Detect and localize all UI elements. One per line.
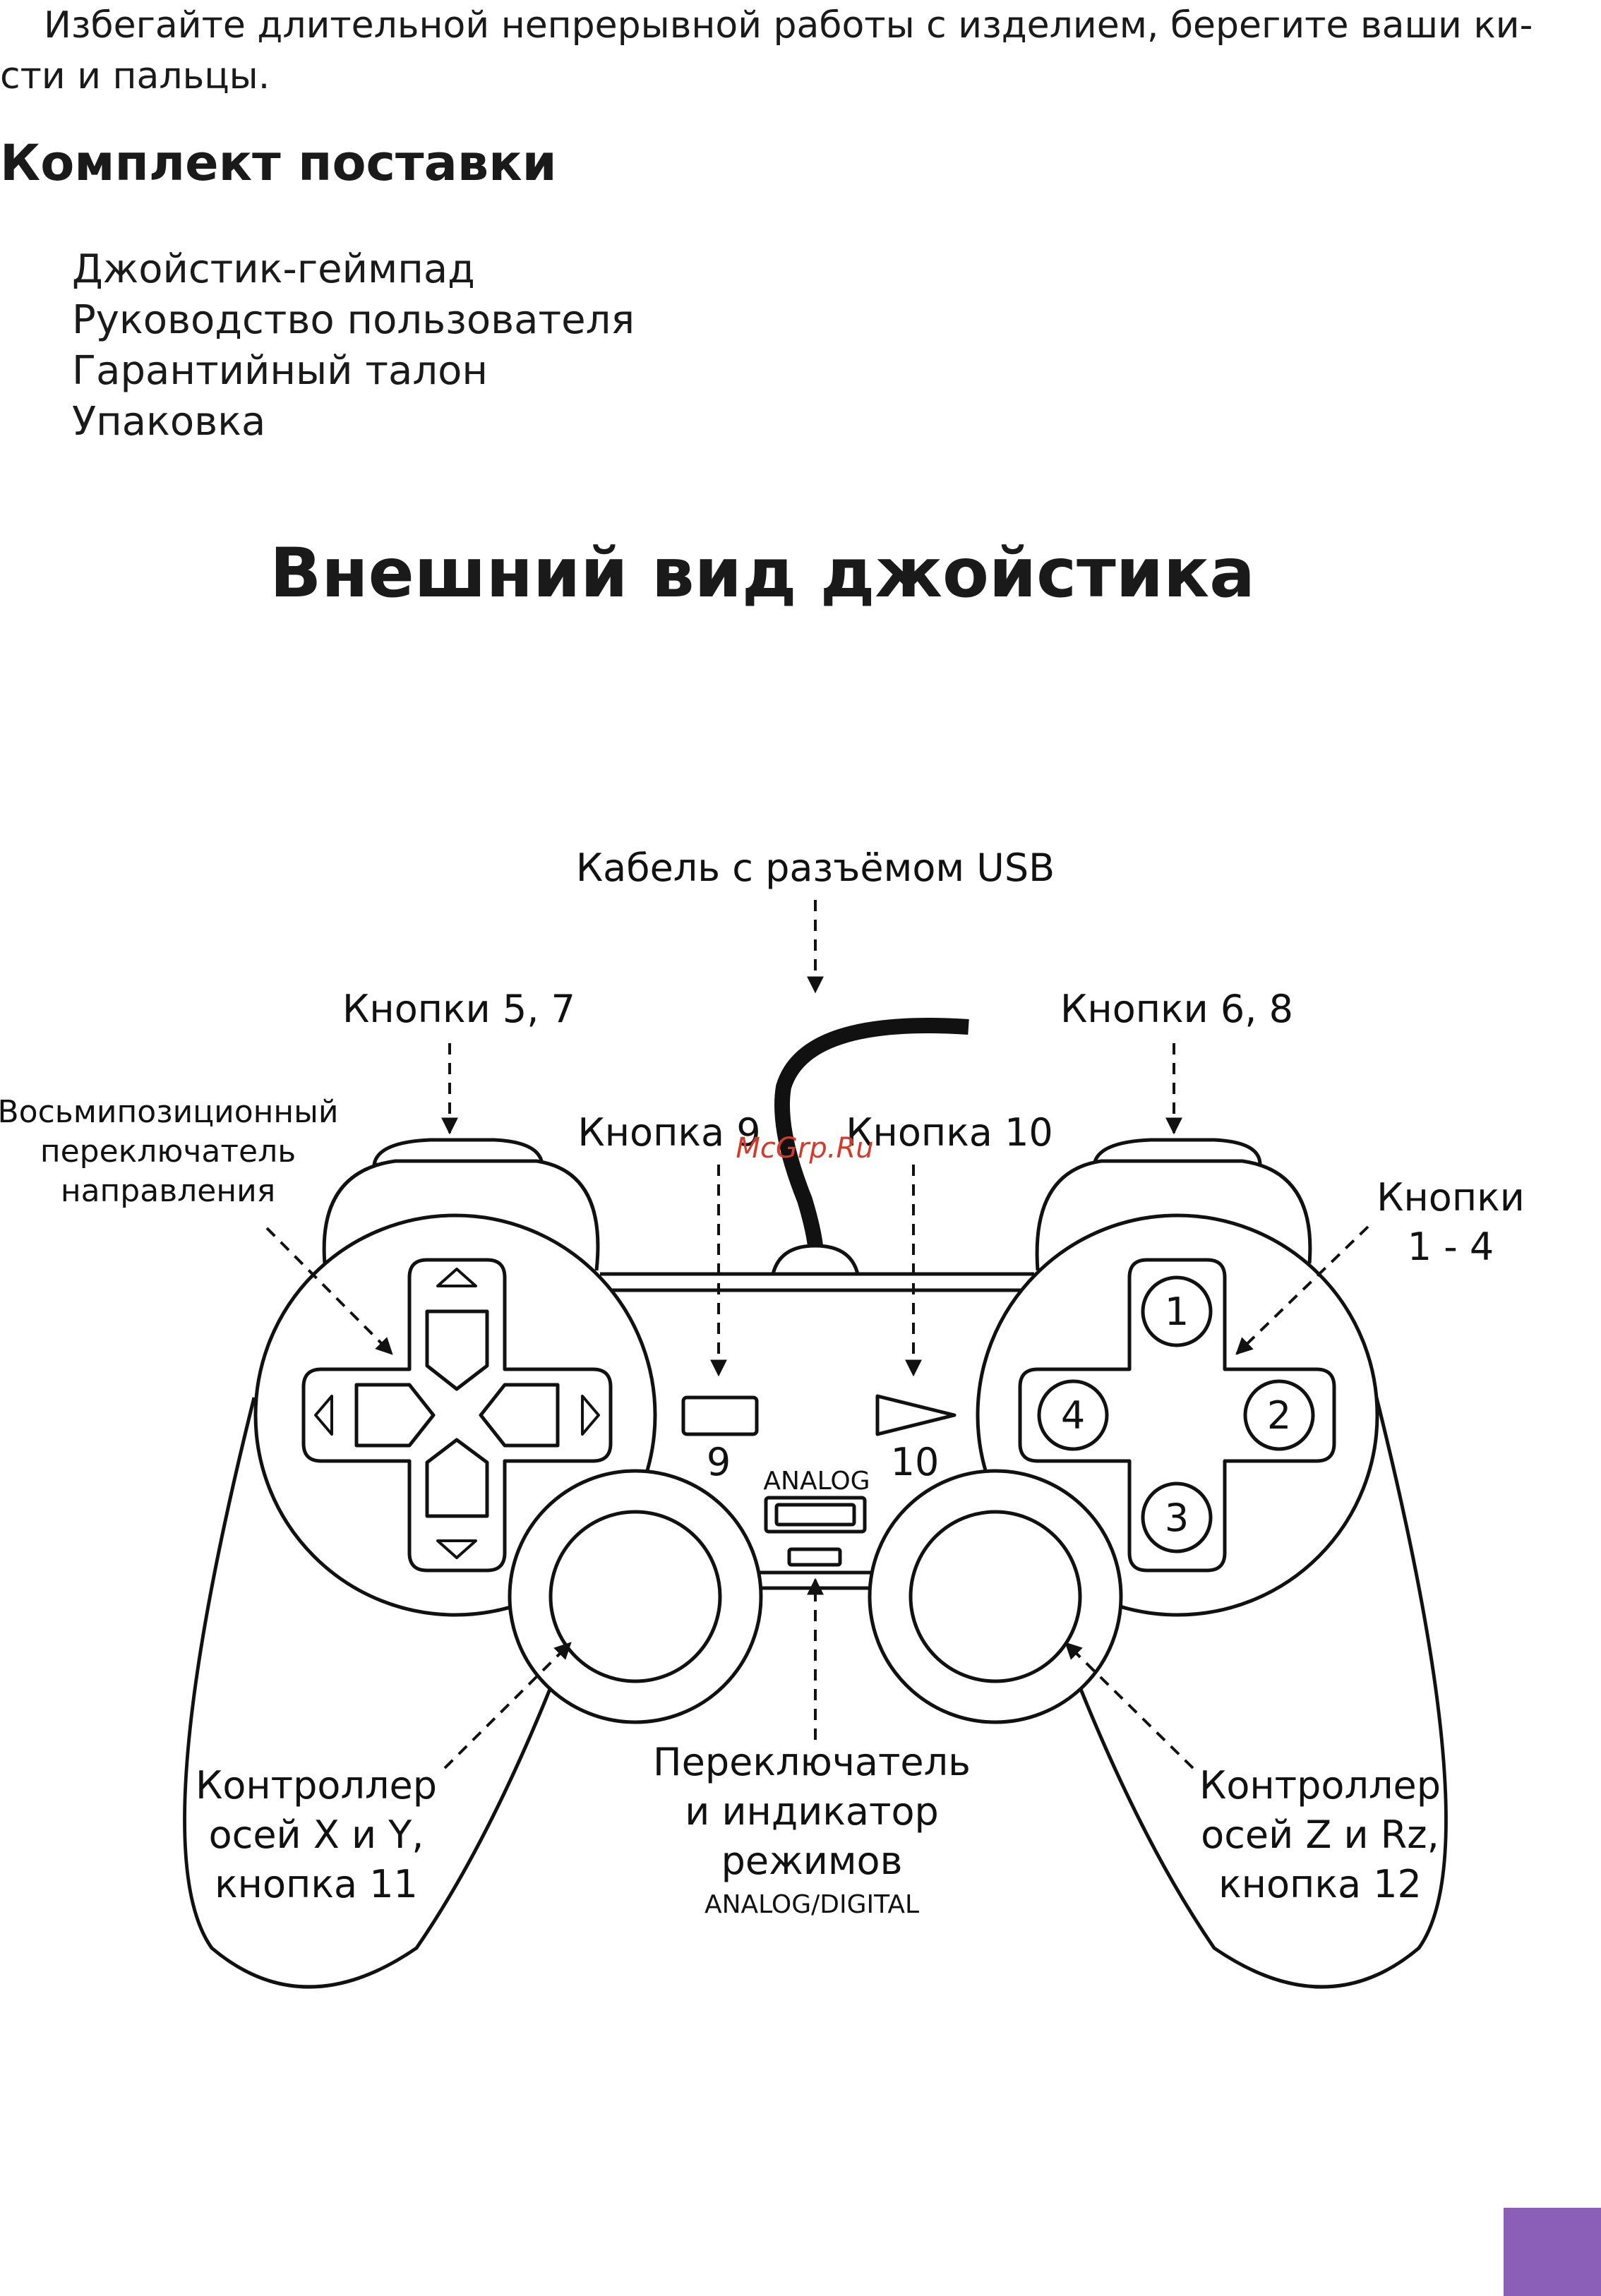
button-10 <box>875 1394 957 1436</box>
arrow-right-icon <box>581 1395 600 1436</box>
handle-right <box>1064 1397 1448 1989</box>
num-9: 9 <box>707 1440 731 1484</box>
analog-led <box>787 1547 842 1567</box>
kit-item: Руководство пользователя <box>72 297 635 343</box>
mode-label-1: Переключатель <box>653 1740 971 1784</box>
usb-cable <box>774 1018 969 1247</box>
face-button-2 <box>1243 1379 1315 1451</box>
dpad-label-2: переключатель <box>40 1134 296 1170</box>
kit-item: Гарантийный талон <box>72 348 488 394</box>
dpad-up <box>425 1309 489 1391</box>
left-stick-label-3: кнопка 11 <box>215 1862 418 1906</box>
intro-line-1: Избегайте длительной непрерывной работы … <box>44 4 1533 47</box>
right-stick-label-1: Контроллер <box>1199 1763 1441 1808</box>
mode-label-3: режимов <box>721 1839 903 1883</box>
dpad-arrow <box>265 1227 393 1355</box>
right-stick-label-3: кнопка 12 <box>1218 1862 1422 1906</box>
dpad-right <box>479 1383 560 1448</box>
intro-line-2: сти и пальцы. <box>0 55 270 97</box>
kit-item: Джойстик-геймпад <box>72 246 475 292</box>
left-stick-label-1: Контроллер <box>196 1763 437 1808</box>
arrow-down-icon <box>436 1539 477 1559</box>
arrow-left-icon <box>314 1395 333 1436</box>
kit-list: Джойстик-геймпад Руководство пользовател… <box>72 244 635 447</box>
button9-label: Кнопка 9 <box>577 1110 760 1155</box>
mode-label-2: и индикатор <box>685 1789 939 1834</box>
handle-left <box>183 1397 567 1989</box>
intro-text: Избегайте длительной непрерывной работы … <box>0 0 1553 102</box>
face-num-4: 4 <box>1061 1393 1085 1438</box>
button10-label: Кнопка 10 <box>846 1110 1053 1155</box>
left-stick <box>548 1510 722 1683</box>
cable-base <box>771 1244 860 1276</box>
analog-label: ANALOG <box>763 1467 870 1496</box>
dpad-down <box>425 1438 489 1518</box>
face-button-1 <box>1141 1275 1213 1347</box>
buttons14-label-2: 1 - 4 <box>1408 1225 1494 1269</box>
face-num-3: 3 <box>1165 1496 1189 1540</box>
dpad-left <box>354 1383 436 1448</box>
face-button-3 <box>1141 1481 1213 1553</box>
left-stick-label-2: осей X и Y, <box>209 1813 424 1857</box>
appearance-title: Внешний вид джойстика <box>270 534 1255 613</box>
dpad-outline <box>301 1258 613 1573</box>
page-corner-tab <box>1504 2208 1601 2296</box>
num-10: 10 <box>891 1440 940 1484</box>
face-button-4 <box>1037 1379 1109 1451</box>
right-stick-label-2: осей Z и Rz, <box>1201 1813 1439 1857</box>
dpad-label-1: Восьмипозиционный <box>0 1094 339 1130</box>
left-stick-arrow <box>443 1642 572 1769</box>
kit-item: Упаковка <box>72 399 266 445</box>
buttons57-label: Кнопки 5, 7 <box>342 987 575 1031</box>
right-stick <box>909 1510 1082 1683</box>
usb-label: Кабель с разъёмом USB <box>576 846 1055 890</box>
buttons68-label: Кнопки 6, 8 <box>1060 987 1293 1031</box>
buttons14-arrow <box>1235 1225 1369 1355</box>
arrow-up-icon <box>436 1268 477 1287</box>
face-num-2: 2 <box>1267 1393 1291 1438</box>
dpad-label-3: направления <box>61 1173 275 1209</box>
buttons14-label-1: Кнопки <box>1377 1175 1525 1220</box>
face-cross-outline <box>1018 1258 1336 1573</box>
button-9 <box>681 1395 759 1436</box>
shoulder-left <box>372 1138 544 1167</box>
mode-sub-label: ANALOG/DIGITAL <box>704 1890 919 1919</box>
right-stick-arrow <box>1065 1642 1194 1769</box>
watermark: McGrp.Ru <box>736 1132 873 1165</box>
kit-title: Комплект поставки <box>0 134 557 192</box>
shoulder-right <box>1092 1138 1262 1167</box>
face-num-1: 1 <box>1165 1290 1189 1334</box>
